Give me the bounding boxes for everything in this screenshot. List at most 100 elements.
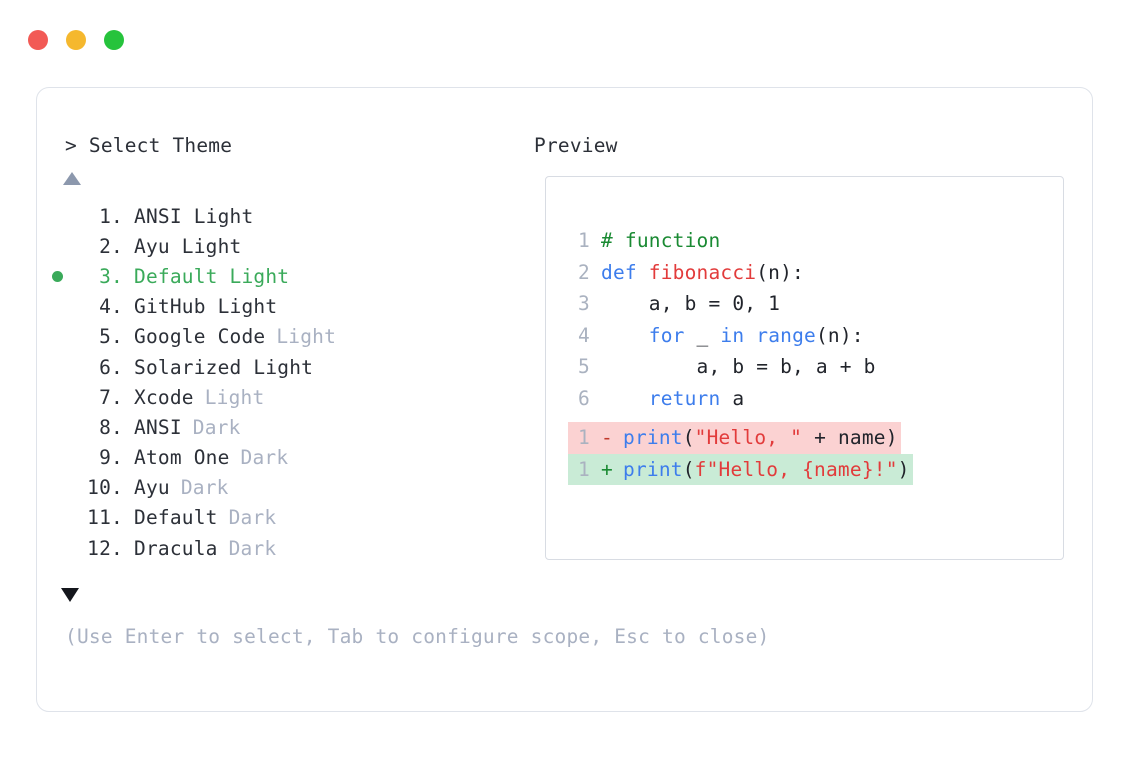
code-line: 4 for _ in range(n): [568,320,1063,352]
code-line-text: a, b = 0, 1 [601,292,780,315]
diff-sign: + [601,457,613,481]
code-line-text: a, b = b, a + b [601,355,876,378]
theme-list-item[interactable]: 3.Default Light [37,261,507,291]
theme-list-item[interactable]: 9. Atom One Dark [37,443,507,473]
theme-item-name: Solarized Light [134,355,314,379]
theme-item-index: 5. [99,325,123,349]
theme-item-name: Dracula [134,536,218,560]
diff-line-number: 1 [578,426,590,450]
theme-list-item[interactable]: 12. Dracula Dark [37,533,507,563]
theme-item-name: Default [134,506,218,530]
code-token-plain: (n): [756,260,804,284]
theme-picker-card: > Select Theme Preview 1. ANSI Light 2. Ayu… [36,87,1093,712]
code-token-keyword: return [648,386,721,410]
code-line-number: 4 [578,323,590,347]
theme-item-variant-tag: Dark [228,536,277,560]
theme-list-item[interactable]: 5. Google Code Light [37,322,507,352]
theme-list-item[interactable]: 8. ANSI Dark [37,412,507,442]
keyboard-hint: (Use Enter to select, Tab to configure s… [65,625,770,648]
theme-item-index: 7. [99,385,123,409]
code-line-number: 5 [578,355,590,379]
diff-code-text: print(f"Hello, {name}!") [623,458,910,481]
theme-item-index: 2. [99,234,123,258]
code-token-plain: a, b = 0, 1 [601,292,781,316]
code-token-plain [744,324,756,347]
code-line: 5 a, b = b, a + b [568,351,1063,383]
theme-item-index: 1. [99,204,123,228]
theme-item-name: Ayu [134,476,170,500]
code-line-number: 3 [578,292,590,316]
theme-item-name: Default Light [134,264,290,288]
theme-item-variant-tag: Dark [228,506,277,530]
preview-header: Preview [534,134,618,157]
code-token-plain: ( [682,426,695,450]
diff-sign: - [601,426,613,450]
code-token-plain: a, b = b, a + b [601,355,876,379]
theme-item-variant-tag: Light [276,325,337,349]
code-token-func: fibonacci [648,260,757,284]
theme-item-name: ANSI Light [134,204,254,228]
theme-item-index: 9. [99,446,123,470]
theme-item-index: 6. [99,355,123,379]
code-token-keyword: def [601,260,649,284]
code-line-number: 1 [578,229,590,253]
code-token-string: "Hello, " [694,426,803,450]
code-line: 6 return a [568,383,1063,415]
theme-item-name: Atom One [134,446,230,470]
theme-item-name: ANSI [134,415,182,439]
select-theme-prompt: > Select Theme [65,134,233,157]
selection-bullet-slot [37,270,77,282]
code-line-text: return a [601,387,744,410]
code-token-plain: + name) [802,426,898,450]
diff-code-text: print("Hello, " + name) [623,426,898,449]
code-token-keyword: print [623,426,683,450]
theme-item-index: 8. [99,415,123,439]
code-token-string: f"Hello, {name}!" [694,457,898,481]
code-token-keyword: for [648,323,685,347]
code-line: 1 # function [568,225,1063,257]
code-token-keyword: print [623,457,683,481]
code-line: 3 a, b = 0, 1 [568,288,1063,320]
diff-line-removed: 1-print("Hello, " + name) [568,422,901,454]
diff-line-added: 1 + print(f"Hello, {name}!") [568,453,913,485]
theme-list-item[interactable]: 2. Ayu Light [37,231,507,261]
theme-list-item[interactable]: 6. Solarized Light [37,352,507,382]
theme-list-item[interactable]: 4.GitHub Light [37,292,507,322]
theme-list-item[interactable]: 1. ANSI Light [37,201,507,231]
theme-item-index: 4. [99,295,123,319]
code-token-plain: a [720,386,745,410]
window-controls [28,30,124,50]
theme-item-name: Ayu Light [134,234,242,258]
code-line-text: def fibonacci(n): [601,261,804,284]
code-token-keyword: range [756,323,816,347]
scroll-up-icon[interactable] [63,172,81,185]
theme-item-variant-tag: Dark [192,415,241,439]
code-token-plain [601,324,649,347]
theme-item-index: 12. [87,536,123,560]
theme-item-name: Google Code [134,325,266,349]
scroll-down-icon[interactable] [61,588,79,602]
theme-item-name: Xcode [134,385,194,409]
code-token-plain: ) [897,457,910,481]
theme-item-variant-tag: Dark [240,446,289,470]
code-line-text: # function [601,229,720,252]
code-token-plain: ( [682,457,695,481]
code-line-text: for _ in range(n): [601,324,864,347]
theme-item-variant-tag: Dark [180,476,229,500]
selected-bullet-icon [51,270,63,282]
theme-item-variant-tag: Light [204,385,265,409]
close-window-button[interactable] [28,30,48,50]
code-line-number: 6 [578,386,590,410]
code-token-keyword: in [720,323,745,347]
theme-list-item[interactable]: 7. Xcode Light [37,382,507,412]
maximize-window-button[interactable] [104,30,124,50]
diff-line-number: 1 [578,457,590,481]
code-token-plain: (n): [815,323,864,347]
minimize-window-button[interactable] [66,30,86,50]
